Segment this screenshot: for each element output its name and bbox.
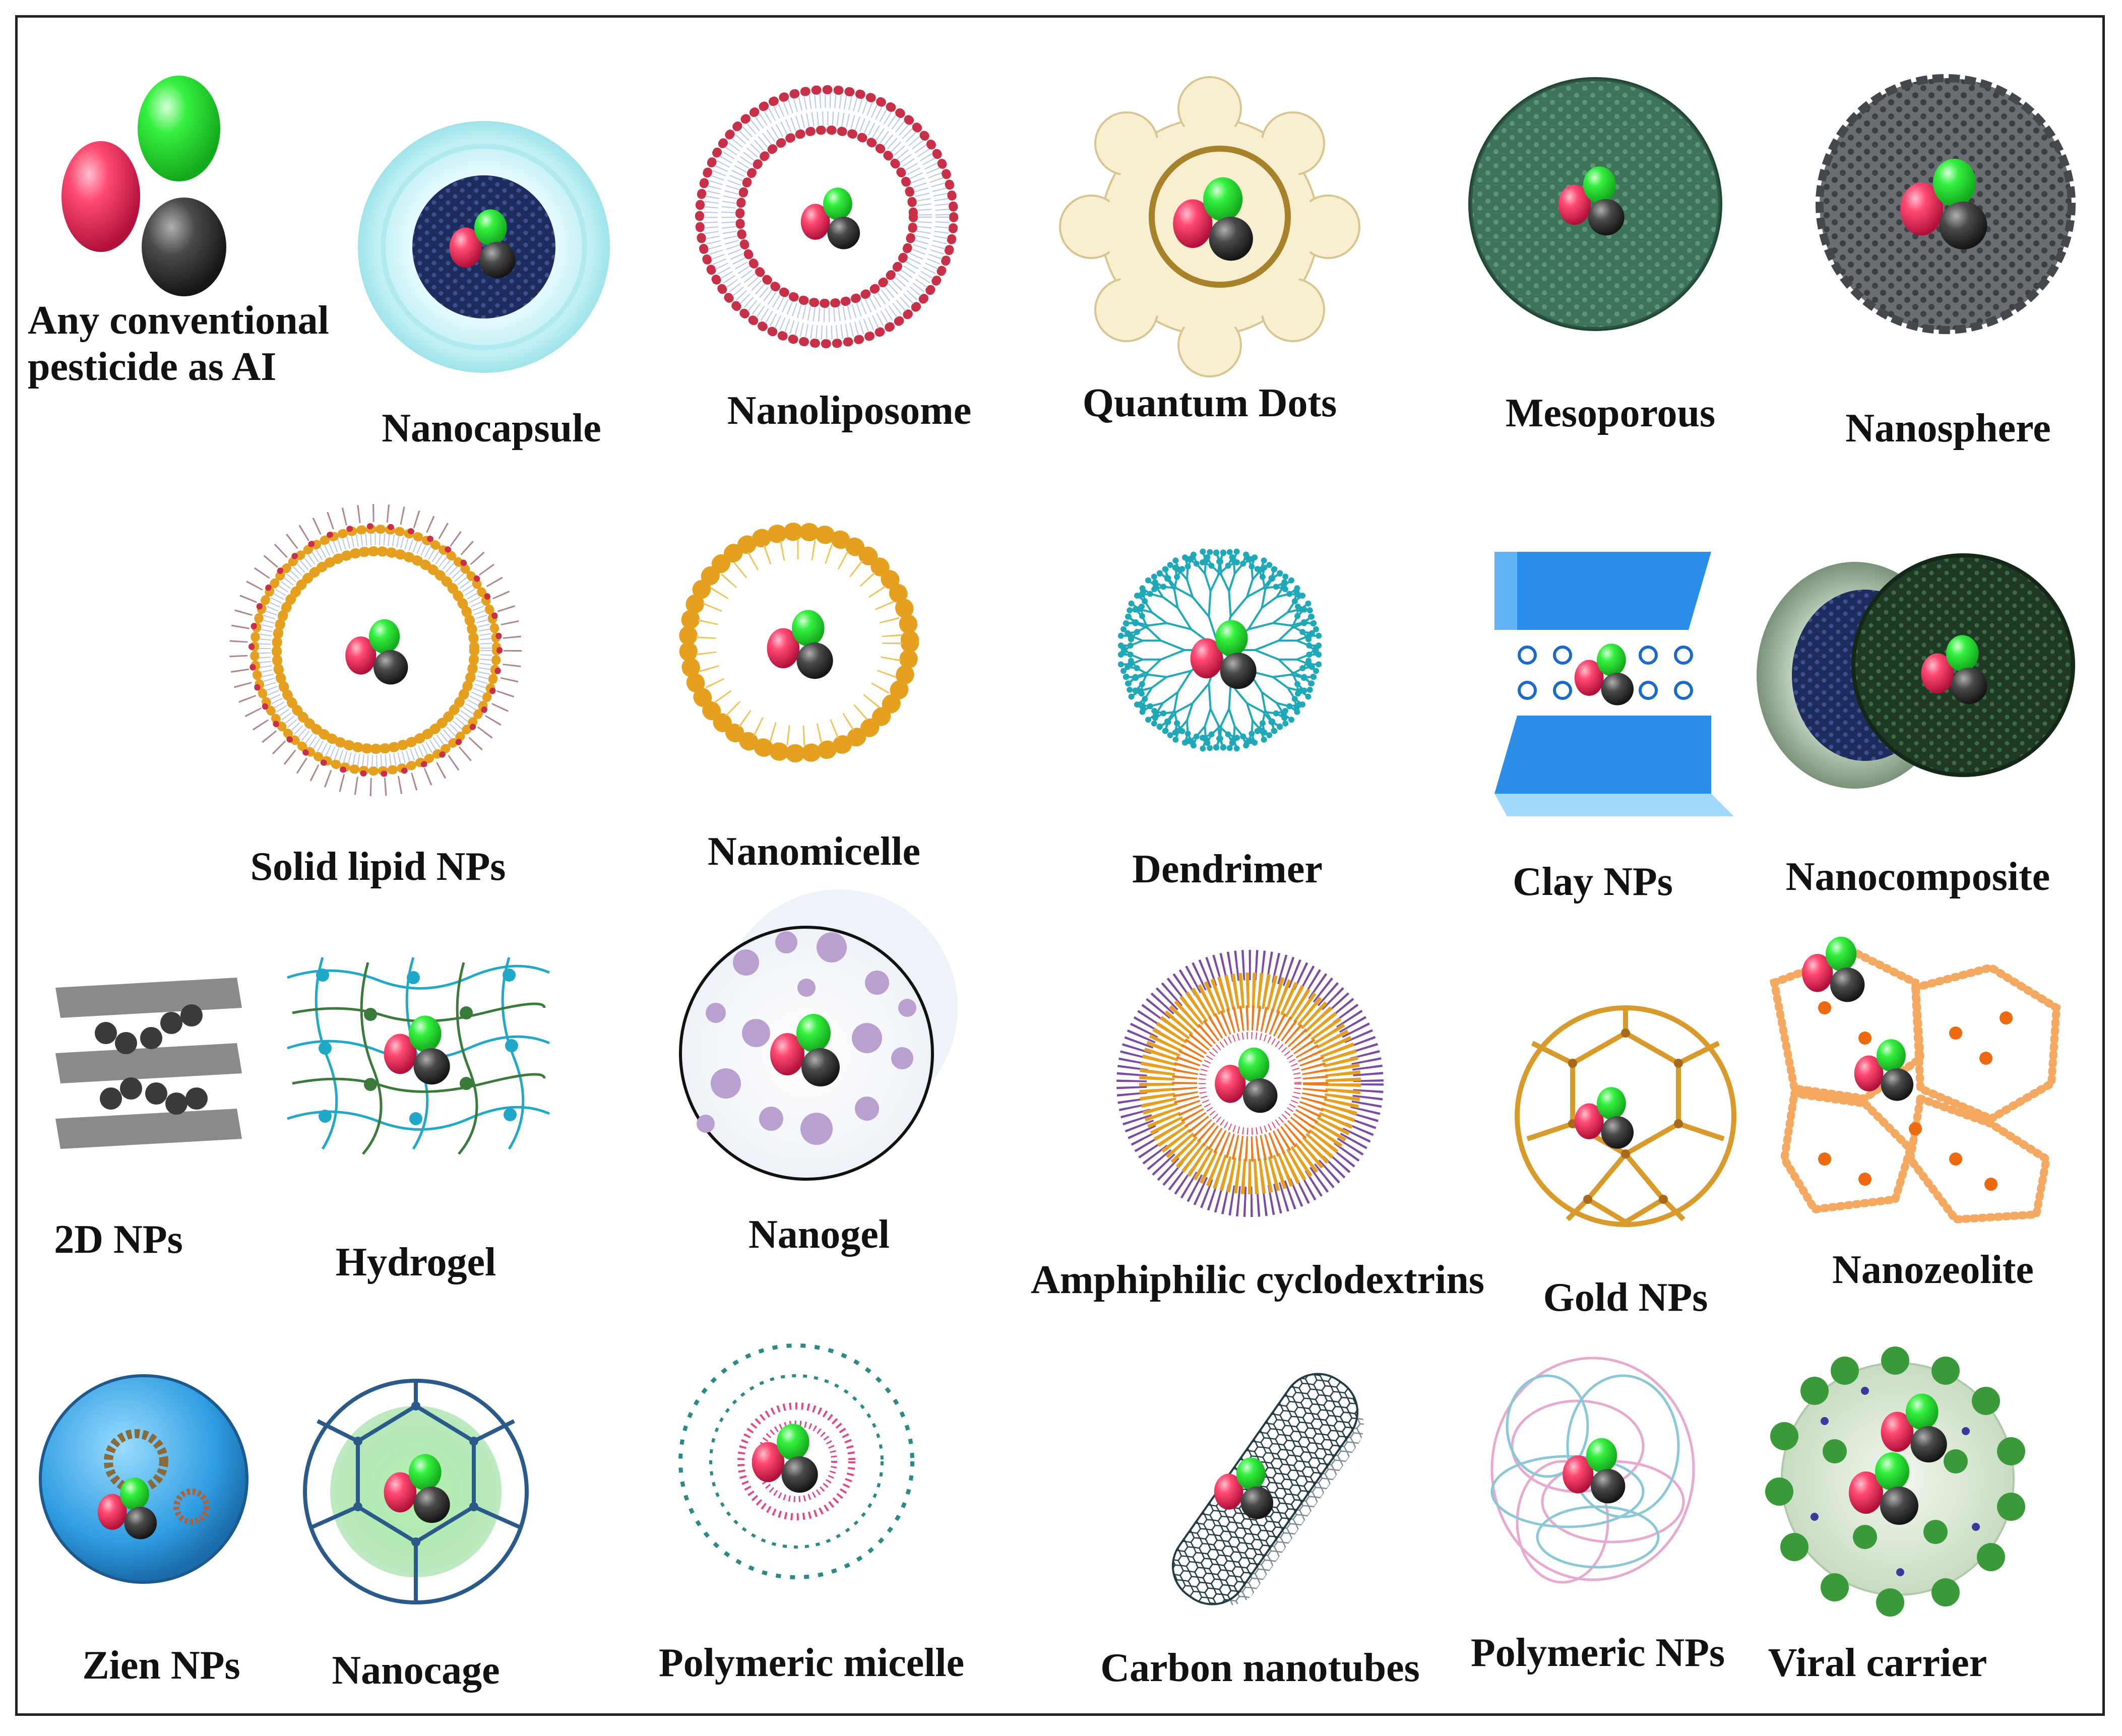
label-viral-carrier: Viral carrier <box>1768 1641 1987 1685</box>
nanocapsule-icon <box>358 121 610 373</box>
viral-carrier-icon <box>1765 1346 2025 1617</box>
zien-np-icon <box>39 1374 248 1584</box>
label-zien: Zien NPs <box>82 1643 240 1688</box>
nanoliposome-icon <box>695 85 958 348</box>
carbon-nanotube-icon <box>1171 1373 1364 1605</box>
mesoporous-icon <box>1468 77 1722 331</box>
polymeric-np-icon <box>1490 1357 1695 1584</box>
label-conventional-line2: pesticide as AI <box>28 345 277 389</box>
2d-np-icon <box>55 978 242 1149</box>
label-nanocapsule: Nanocapsule <box>382 406 601 451</box>
label-polymeric-nps: Polymeric NPs <box>1470 1631 1725 1675</box>
clay-np-icon <box>1494 552 1734 816</box>
label-nanocomposite: Nanocomposite <box>1785 855 2050 899</box>
label-nanoliposome: Nanoliposome <box>727 389 972 433</box>
nanogel-icon <box>679 889 958 1181</box>
label-dendrimer: Dendrimer <box>1132 847 1323 891</box>
polymeric-micelle-icon <box>678 1343 914 1579</box>
nanomicelle-icon <box>679 523 919 762</box>
label-gold: Gold NPs <box>1543 1275 1708 1320</box>
label-clay: Clay NPs <box>1513 860 1673 904</box>
nanosphere-icon <box>1816 74 2076 334</box>
label-quantum-dots: Quantum Dots <box>1082 381 1337 425</box>
nanozeolite-icon <box>1769 936 2061 1224</box>
label-2d-nps: 2D NPs <box>54 1217 183 1262</box>
label-polymeric-micelle: Polymeric micelle <box>658 1641 965 1685</box>
label-cyclodextrins: Amphiphilic cyclodextrins <box>1030 1258 1485 1302</box>
gold-np-icon <box>1515 1005 1736 1227</box>
label-nanomicelle: Nanomicelle <box>707 829 921 874</box>
nanocage-icon <box>303 1379 529 1604</box>
nanocomposite-icon <box>1757 553 2075 789</box>
label-nanogel: Nanogel <box>748 1212 890 1257</box>
cyclodextrin-icon <box>1116 950 1384 1217</box>
solid-lipid-np-icon <box>229 504 522 796</box>
label-nanozeolite: Nanozeolite <box>1832 1248 2034 1292</box>
label-nanosphere: Nanosphere <box>1845 406 2051 451</box>
label-conventional-ai: Any conventional pesticide as AI <box>28 297 329 390</box>
quantum-dots-icon <box>1059 76 1360 377</box>
pesticide-ai-icon <box>61 76 226 296</box>
hydrogel-icon <box>287 957 550 1155</box>
label-solid-lipid: Solid lipid NPs <box>250 845 506 889</box>
label-carbon-nanotubes: Carbon nanotubes <box>1100 1646 1420 1690</box>
label-hydrogel: Hydrogel <box>335 1240 496 1284</box>
label-mesoporous: Mesoporous <box>1505 391 1716 435</box>
label-conventional-line1: Any conventional <box>28 298 329 343</box>
label-nanocage: Nanocage <box>332 1648 500 1693</box>
